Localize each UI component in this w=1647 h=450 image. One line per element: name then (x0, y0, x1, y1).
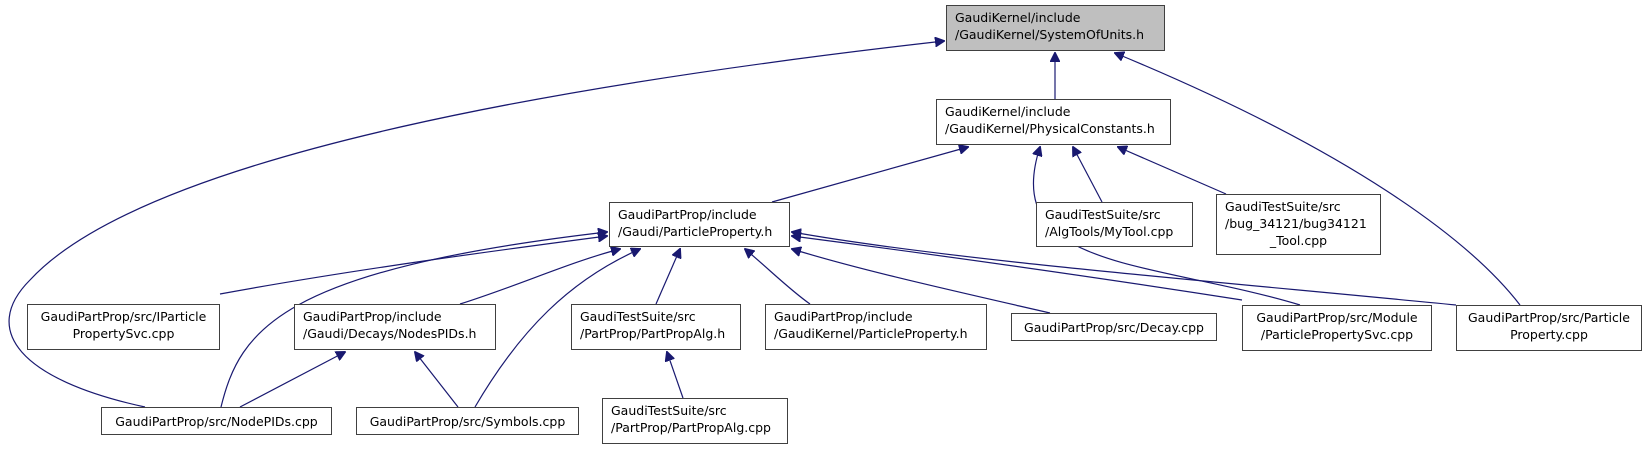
edge-mytool-cpp-to-physical-constants (1073, 147, 1103, 203)
node-iparticle-property-svc-cpp[interactable]: GaudiPartProp/src/IParticle PropertySvc.… (27, 304, 220, 350)
node-part-prop-alg-cpp[interactable]: GaudiTestSuite/src /PartProp/PartPropAlg… (602, 398, 788, 444)
node-physical-constants-h[interactable]: GaudiKernel/include /GaudiKernel/Physica… (936, 99, 1171, 145)
node-nodes-pids-h[interactable]: GaudiPartProp/include /Gaudi/Decays/Node… (294, 304, 496, 350)
node-label-line: GaudiPartProp/include (303, 309, 442, 324)
node-label-line: /PartProp/PartPropAlg.h (580, 326, 726, 341)
node-bug34121-tool-cpp[interactable]: GaudiTestSuite/src /bug_34121/bug34121 _… (1216, 194, 1381, 255)
node-gaudikernel-particle-property-h[interactable]: GaudiPartProp/include /GaudiKernel/Parti… (765, 304, 987, 350)
edge-part-prop-alg-cpp-to-part-prop-alg-h (667, 352, 684, 399)
node-label-line: GaudiKernel/include (945, 104, 1071, 119)
node-label-line: /bug_34121/bug34121 (1225, 216, 1367, 231)
node-label-line: /GaudiKernel/SystemOfUnits.h (955, 27, 1145, 42)
node-label-line: GaudiPartProp/src/Decay.cpp (1024, 319, 1204, 335)
node-label-line: GaudiPartProp/src/Module (1256, 310, 1418, 325)
node-system-of-units-h[interactable]: GaudiKernel/include /GaudiKernel/SystemO… (946, 5, 1165, 51)
node-label-line: /Gaudi/ParticleProperty.h (618, 224, 773, 239)
edge-module-particle-property-svc-cpp-to-physical-constants (1033, 147, 1301, 306)
node-label-line: _Tool.cpp (1269, 233, 1328, 248)
node-part-prop-alg-h[interactable]: GaudiTestSuite/src /PartProp/PartPropAlg… (571, 304, 741, 350)
node-label-line: GaudiTestSuite/src (580, 309, 696, 324)
edge-part-prop-alg-h-to-gaudi-particle-property-h (655, 249, 680, 305)
node-symbols-cpp[interactable]: GaudiPartProp/src/Symbols.cpp (356, 407, 579, 435)
node-mytool-cpp[interactable]: GaudiTestSuite/src /AlgTools/MyTool.cpp (1036, 202, 1193, 247)
edge-decay-cpp-to-gaudi-particle-property-h (792, 249, 1051, 314)
node-label-line: GaudiPartProp/src/NodePIDs.cpp (115, 413, 318, 429)
edge-particle-property-cpp-to-gaudi-particle-property-h (792, 232, 1457, 306)
node-label-line: GaudiPartProp/src/IParticle (40, 309, 207, 324)
edge-iparticle-property-svc-cpp-to-gaudi-particle-property-h (219, 236, 607, 295)
node-label-line: GaudiPartProp/src/Particle (1468, 310, 1630, 325)
edge-symbols-cpp-to-gaudi-particle-property-h (474, 249, 640, 408)
node-label-line: /GaudiKernel/ParticleProperty.h (774, 326, 968, 341)
node-label-line: /GaudiKernel/PhysicalConstants.h (945, 121, 1155, 136)
edge-particle-property-cpp-to-system-of-units (1115, 53, 1521, 306)
edge-gaudikernel-particle-property-h-to-gaudi-particle-property-h (745, 249, 811, 305)
node-label-line: GaudiTestSuite/src (1045, 207, 1161, 222)
node-label-line: GaudiPartProp/include (774, 309, 913, 324)
node-module-particle-property-svc-cpp[interactable]: GaudiPartProp/src/Module /ParticleProper… (1242, 305, 1432, 351)
node-label-line: GaudiPartProp/src/Symbols.cpp (369, 413, 566, 429)
node-label-line: /PartProp/PartPropAlg.cpp (611, 420, 771, 435)
edge-module-particle-property-svc-cpp-to-gaudi-particle-property-h (792, 236, 1243, 301)
node-label-line: /ParticlePropertySvc.cpp (1260, 327, 1414, 342)
node-label-line: /AlgTools/MyTool.cpp (1045, 224, 1174, 239)
edge-nodes-pids-h-to-gaudi-particle-property-h (459, 249, 620, 305)
edge-gaudi-particle-property-h-to-physical-constants (771, 147, 968, 203)
node-decay-cpp[interactable]: GaudiPartProp/src/Decay.cpp (1011, 313, 1217, 341)
node-label-line: /Gaudi/Decays/NodesPIDs.h (303, 326, 477, 341)
edge-node-pids-cpp-to-system-of-units (8, 41, 944, 408)
node-label-line: GaudiPartProp/include (618, 207, 757, 222)
edge-bug34121-tool-cpp-to-physical-constants (1118, 147, 1227, 195)
node-label-line: PropertySvc.cpp (72, 326, 175, 341)
edge-symbols-cpp-to-nodes-pids-h (415, 352, 459, 408)
node-label-line: GaudiTestSuite/src (1225, 199, 1341, 214)
node-label-line: GaudiTestSuite/src (611, 403, 727, 418)
edge-node-pids-cpp-to-nodes-pids-h (239, 352, 345, 408)
node-gaudi-particle-property-h[interactable]: GaudiPartProp/include /Gaudi/ParticlePro… (609, 202, 790, 247)
node-label-line: Property.cpp (1510, 327, 1588, 342)
node-particle-property-cpp[interactable]: GaudiPartProp/src/Particle Property.cpp (1456, 305, 1642, 351)
node-label-line: GaudiKernel/include (955, 10, 1081, 25)
node-node-pids-cpp[interactable]: GaudiPartProp/src/NodePIDs.cpp (101, 407, 332, 435)
